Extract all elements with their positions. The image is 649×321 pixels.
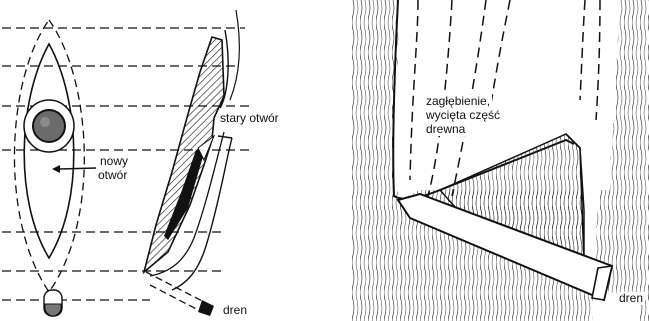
bark-notch <box>218 136 232 138</box>
right-panel <box>352 0 649 321</box>
drain-line-left <box>146 272 214 316</box>
new-hole-label-line1: nowy <box>100 155 128 168</box>
recess-label-line3: drewna <box>424 123 467 136</box>
small-drain-hole <box>44 290 62 316</box>
recess-label-line2: wycięta część <box>424 109 502 122</box>
new-hole-label-line2: otwór <box>98 169 127 182</box>
old-hole-texture <box>40 117 50 127</box>
cross-section-hatched <box>144 37 224 272</box>
old-hole-center <box>33 110 65 142</box>
drain-label-right: dren <box>617 292 645 305</box>
bark-line <box>230 10 239 100</box>
old-hole-label: stary otwór <box>218 112 281 125</box>
recess-label-line1: zagłębienie, <box>424 95 492 108</box>
drain-label-left: dren <box>221 304 249 317</box>
